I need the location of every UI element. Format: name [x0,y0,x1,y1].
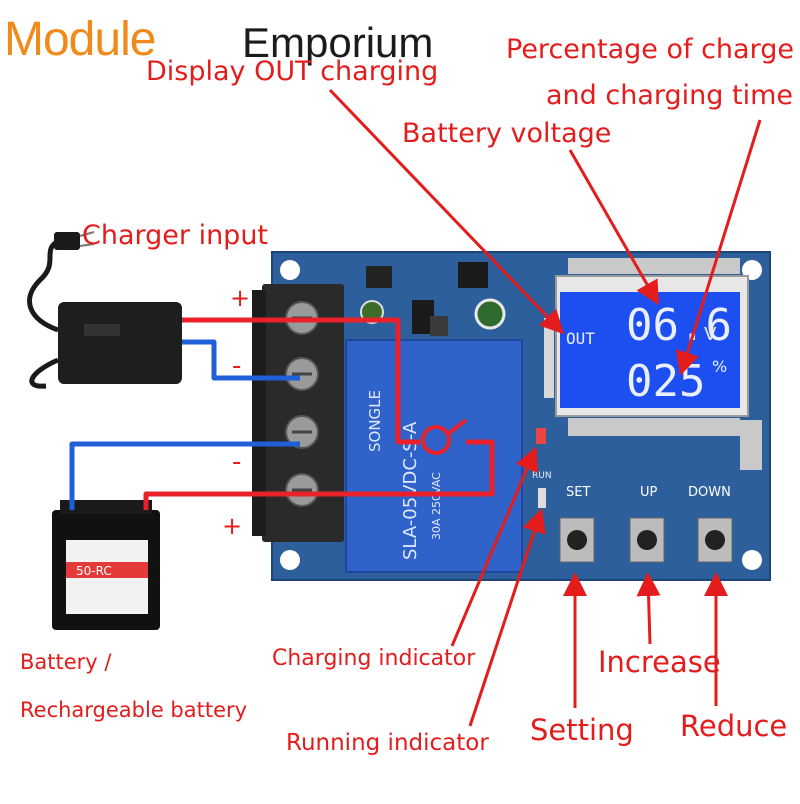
arrow-running-indicator [468,508,546,727]
battery: 50-RC [52,500,160,630]
lcd-percent-value: 025 [626,356,705,407]
run-text: RUN [532,471,552,481]
relay-switch-contact [421,425,451,455]
label-increase: Increase [598,645,721,679]
up-label: UP [640,485,658,500]
label-percentage-line2: and charging time [546,80,793,111]
charging-led [536,428,546,444]
arrow-display-out [328,88,565,335]
label-percentage-line1: Percentage of charge [506,34,794,65]
charger-positive-wire [182,317,420,445]
running-led [538,488,546,508]
battery-positive-wire [143,439,495,510]
arrow-battery-voltage [568,149,659,306]
relay-brand-text: SONGLE [366,390,384,452]
brand-emporium-text: Emporium [242,19,434,66]
lcd-unit-v: V [704,324,717,345]
label-charger-input: Charger input [82,220,269,251]
header-pins [544,318,554,398]
label-reduce: Reduce [680,709,788,743]
relay-rating-text: 30A 250VAC [430,472,443,540]
brand-module-text: Module [4,13,156,66]
charger-adapter [27,231,182,389]
minus-marker: - [232,351,241,381]
callout-arrows [328,88,762,727]
lcd-unit-percent: % [712,357,727,376]
relay: SONGLE SLA-05VDC-S-A 30A 250VAC [345,339,523,573]
terminal-block [252,284,344,542]
mounting-hole [280,260,300,280]
polarity-markers: + - - + [222,284,250,540]
plus-marker: + [222,512,242,540]
lcd-display: OUT 06.6 V 025 % [555,258,749,436]
wiring [69,317,495,510]
board-buttons: SET UP DOWN [559,485,733,563]
battery-sticker-text: 50-RC [76,564,112,578]
label-battery-line1: Battery / [20,650,112,674]
plus-marker: + [230,284,250,312]
arrow-charging-indicator [450,446,539,647]
mounting-hole [742,550,762,570]
down-label: DOWN [688,485,731,500]
lcd-out-text: OUT [566,329,595,348]
plug-icon [54,232,80,250]
label-running-indicator: Running indicator [286,730,489,756]
label-setting: Setting [530,713,634,747]
label-display-out: Display OUT charging [146,56,439,87]
charger-negative-wire [182,339,300,381]
label-charging-indicator: Charging indicator [272,646,476,671]
arrow-increase [636,572,661,645]
set-label: SET [566,485,590,500]
label-battery-line2: Rechargeable battery [20,698,248,722]
relay-model-text: SLA-05VDC-S-A [400,421,421,560]
arrow-percentage [675,119,762,376]
label-battery-voltage: Battery voltage [402,118,612,149]
battery-negative-wire [69,441,300,510]
mounting-hole [280,550,300,570]
minus-marker: - [232,447,241,477]
lcd-voltage-value: 06.6 [626,300,732,351]
